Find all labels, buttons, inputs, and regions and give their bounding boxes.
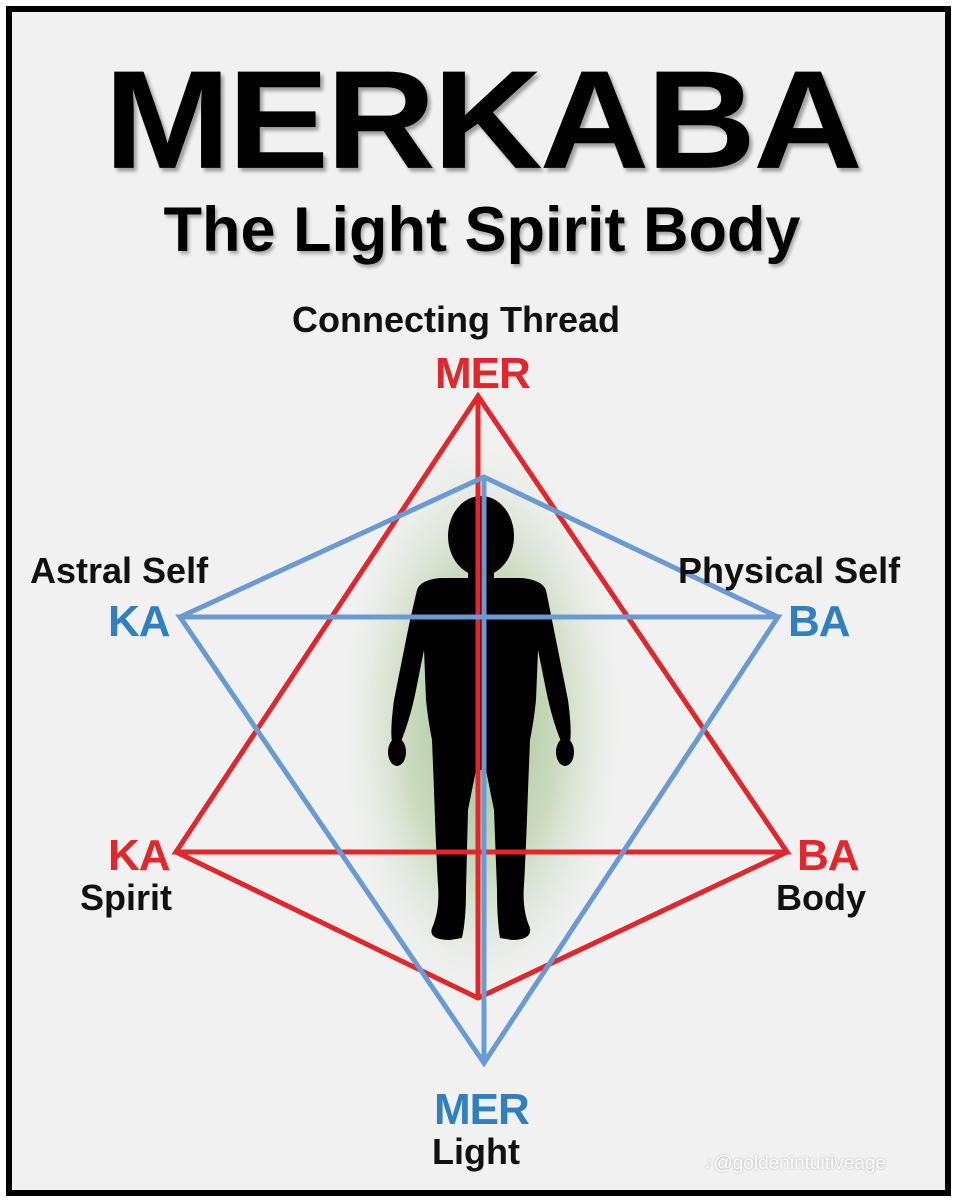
blue-triangle xyxy=(175,614,783,1068)
poster-subtitle: The Light Spirit Body xyxy=(163,195,801,265)
human-silhouette xyxy=(388,496,574,940)
body-label: Body xyxy=(776,877,866,918)
spirit-label: Spirit xyxy=(80,877,173,918)
poster-title: MERKABA xyxy=(104,41,863,199)
light-label: Light xyxy=(432,1131,520,1172)
ka-blue-label: KA xyxy=(108,597,171,646)
mer-top-label: MER xyxy=(435,349,531,398)
ba-blue-label: BA xyxy=(788,597,851,646)
physical-self-label: Physical Self xyxy=(678,550,901,591)
mer-bottom-label: MER xyxy=(434,1085,530,1134)
watermark-text: ♪@goldenintuitiveage xyxy=(704,1153,886,1174)
red-lower-edges xyxy=(174,849,789,1001)
ka-red-label: KA xyxy=(108,831,171,880)
ba-red-label: BA xyxy=(797,831,860,880)
astral-self-label: Astral Self xyxy=(30,550,209,591)
connecting-thread-label: Connecting Thread xyxy=(292,299,621,340)
